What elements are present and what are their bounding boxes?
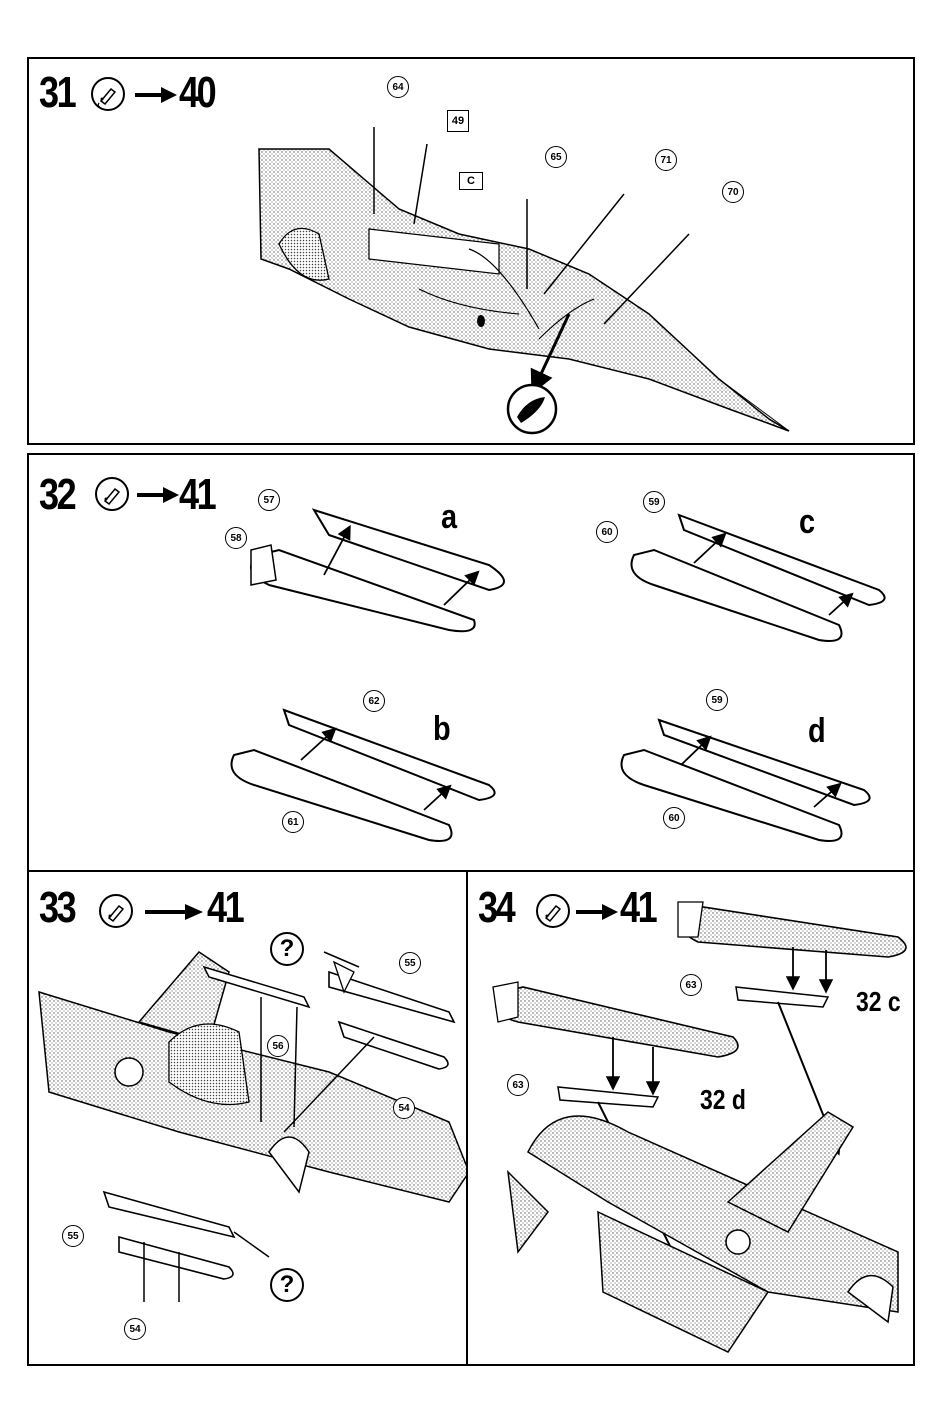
part-callout-60b: 60: [663, 807, 685, 829]
wing-underside-drawing: [29, 872, 471, 1368]
step-31-panel: 31 40 64 49 C 65 71 70: [27, 57, 915, 445]
part-callout-56: 56: [267, 1035, 289, 1057]
tanks-under-wing-drawing: [468, 872, 917, 1368]
part-callout-54b: 54: [124, 1318, 146, 1340]
fuselage-nose-drawing: [29, 59, 917, 447]
variant-a-label: a: [441, 500, 457, 534]
step-33-panel: 33 41 ? 55 56 54 55 ? 54: [27, 870, 469, 1366]
step-34-panel: 34 41 63 32 c 63 63 32 d: [466, 870, 915, 1366]
part-callout-55: 55: [399, 952, 421, 974]
part-callout-59b: 59: [706, 689, 728, 711]
step-32-panel: 32 41 57 58 a 59 60 c 62 b 61 59 d 60: [27, 453, 915, 872]
part-callout-58: 58: [225, 527, 247, 549]
part-callout-54: 54: [393, 1097, 415, 1119]
variant-c-label: c: [799, 505, 815, 539]
stores-pylons-drawing: [29, 455, 917, 874]
part-callout-63: 63: [680, 974, 702, 996]
decal-flag-c: C: [459, 172, 483, 190]
question-icon-bottom: ?: [270, 1268, 304, 1302]
part-callout-59: 59: [643, 491, 665, 513]
variant-b-label: b: [433, 712, 451, 746]
ref-label-32d: 32 d: [700, 1086, 746, 1114]
part-callout-65: 65: [545, 146, 567, 168]
part-callout-60: 60: [596, 521, 618, 543]
part-callout-63c: 63: [507, 1074, 529, 1096]
part-callout-71: 71: [655, 149, 677, 171]
part-callout-62: 62: [363, 690, 385, 712]
part-callout-64: 64: [387, 76, 409, 98]
variant-d-label: d: [808, 714, 826, 748]
part-callout-70: 70: [722, 181, 744, 203]
ref-label-32c: 32 c: [856, 988, 901, 1016]
part-callout-57: 57: [258, 489, 280, 511]
part-callout-61: 61: [282, 811, 304, 833]
part-callout-55b: 55: [62, 1225, 84, 1247]
question-icon-top: ?: [270, 932, 304, 966]
part-label-49: 49: [447, 110, 469, 132]
